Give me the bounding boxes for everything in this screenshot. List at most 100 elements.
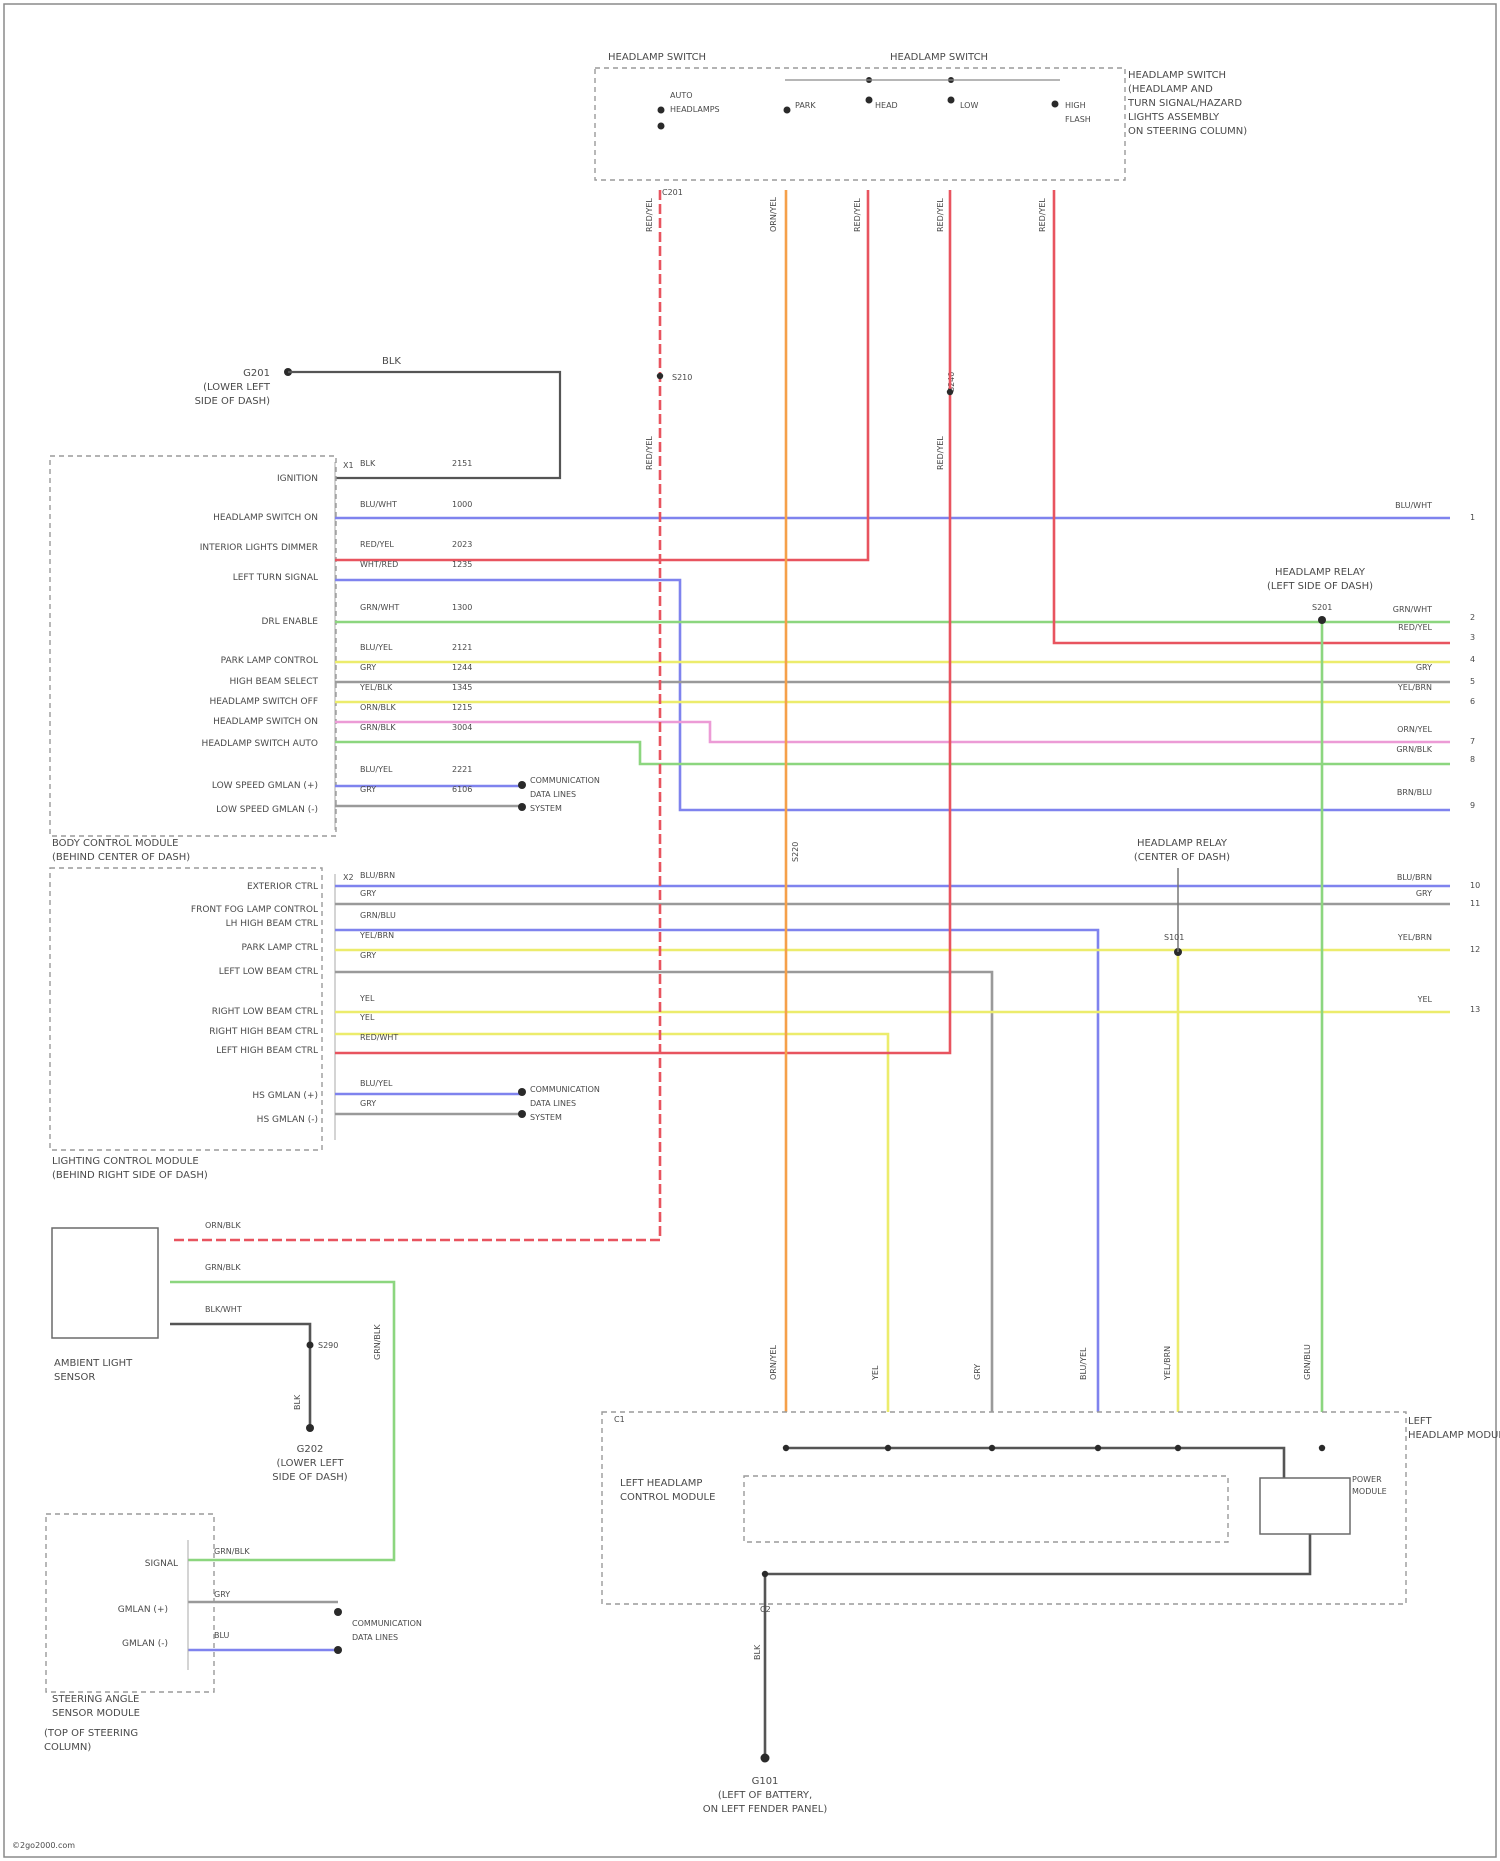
steering-label-line-4: COLUMN): [44, 1742, 91, 1753]
switch-position-park: PARK: [795, 101, 816, 110]
right-wire-label-7: BRN/BLU: [1397, 788, 1432, 797]
lcm-pin-label-7: LEFT HIGH BEAM CTRL: [216, 1046, 318, 1056]
bcm-circuit-7: 1345: [452, 683, 472, 692]
headlamp-control-module-box: [744, 1476, 1228, 1542]
bcm-pin-label-10: LOW SPEED GMLAN (+): [212, 781, 318, 791]
right-pin-4: 4: [1470, 655, 1475, 664]
ground-g101-line-3: ON LEFT FENDER PANEL): [703, 1804, 828, 1815]
ambient-light-sensor: AMBIENT LIGHT SENSOR ORN/BLK GRN/BLK BLK…: [52, 1221, 382, 1483]
switch-position-low: LOW: [960, 101, 978, 110]
bcm-wire-label-11: GRY: [360, 785, 376, 794]
power-module-box: [1260, 1478, 1350, 1534]
switch-contact-1: [658, 107, 665, 114]
splice-s290-label: S290: [318, 1341, 338, 1350]
wire-junction-5: [1095, 1445, 1101, 1451]
bcm-circuit-1: 1000: [452, 500, 472, 509]
vlabel-feed-4: RED/YEL: [936, 198, 945, 232]
right-pin-3: 3: [1470, 633, 1475, 642]
wire-junction-3: [885, 1445, 891, 1451]
right-edge-labels: BLU/WHT GRN/WHT RED/YEL GRY YEL/BRN ORN/…: [1393, 501, 1480, 1014]
lcm-wire-label-5: YEL: [359, 994, 375, 1003]
ground-g101-line-2: (LEFT OF BATTERY,: [718, 1790, 812, 1801]
bcm-pin-label-7: HEADLAMP SWITCH OFF: [209, 697, 318, 707]
bcm-wire-label-5: BLU/YEL: [360, 643, 393, 652]
vlabel-bottom-5: GRN/BLU: [1303, 1344, 1312, 1380]
relay-left-line-1: HEADLAMP RELAY: [1275, 567, 1366, 578]
body-control-module: BODY CONTROL MODULE (BEHIND CENTER OF DA…: [50, 456, 336, 863]
switch-contact-5: [948, 97, 955, 104]
data-terminal-2a: [518, 1088, 526, 1096]
lcm-pin-label-0: EXTERIOR CTRL: [247, 882, 318, 892]
data-lines-2-line-3: SYSTEM: [530, 1113, 562, 1122]
right-pin-10: 10: [1470, 881, 1480, 890]
lcm-wire-label-6: YEL: [359, 1013, 375, 1022]
relay-labels: HEADLAMP RELAY (LEFT SIDE OF DASH) HEADL…: [1134, 567, 1373, 956]
bcm-pin-label-4: DRL ENABLE: [261, 617, 318, 627]
bcm-circuit-3: 1235: [452, 560, 472, 569]
right-pin-7: 7: [1470, 737, 1475, 746]
ground-g101-line-1: G101: [752, 1776, 779, 1787]
bcm-pin-label-0: IGNITION: [277, 474, 318, 484]
bcm-pin-label-9: HEADLAMP SWITCH AUTO: [202, 739, 318, 749]
lcm-wire-label-3: YEL/BRN: [359, 931, 394, 940]
vlabel-feed-6: RED/YEL: [645, 436, 654, 470]
steering-wire-label-2: BLU: [214, 1631, 230, 1640]
wire-lcm-gry-2: [335, 972, 992, 1412]
wire-junction-0: [657, 373, 663, 379]
lcm-pin-label-8: HS GMLAN (+): [252, 1091, 318, 1101]
bcm-pin-label-3: LEFT TURN SIGNAL: [233, 573, 318, 583]
switch-position-head: HEAD: [875, 101, 898, 110]
bcm-wire-label-7: YEL/BLK: [359, 683, 393, 692]
data-terminal-1b: [518, 803, 526, 811]
vlabel-feed-2: ORN/YEL: [769, 197, 778, 232]
wire-lcm-grn-blu: [335, 930, 1098, 1412]
data-lines-1-line-1: COMMUNICATION: [530, 776, 600, 785]
headlamp-switch-outline: [595, 68, 1125, 180]
data-terminal-3b: [334, 1646, 342, 1654]
wires-layer: [170, 190, 1450, 1758]
lcm-wire-label-1: GRY: [360, 889, 376, 898]
module-connector-pins: X1 X2: [335, 461, 354, 1140]
right-wire-label-0: BLU/WHT: [1395, 501, 1432, 510]
bcm-wire-label-8: ORN/BLK: [360, 703, 396, 712]
right-pin-6: 6: [1470, 697, 1475, 706]
bcm-circuit-9: 3004: [452, 723, 472, 732]
right-wire-label-9: GRY: [1416, 889, 1432, 898]
relay-left-line-2: (LEFT SIDE OF DASH): [1267, 581, 1373, 592]
power-module-label-1: POWER: [1352, 1475, 1382, 1484]
switch-desc-line-4: LIGHTS ASSEMBLY: [1128, 112, 1220, 123]
switch-contact-6: [1052, 101, 1059, 108]
switch-section-left-label: HEADLAMP SWITCH: [608, 52, 706, 63]
ground-g201-wire-label: BLK: [382, 356, 401, 367]
ambient-wire-label-2: BLK/WHT: [205, 1305, 242, 1314]
ambient-sensor-label-1: AMBIENT LIGHT: [54, 1358, 133, 1369]
right-pin-12: 12: [1470, 945, 1480, 954]
ambient-wire-label-0: ORN/BLK: [205, 1221, 241, 1230]
right-wire-label-10: YEL/BRN: [1397, 933, 1432, 942]
wire-junction-8: [762, 1571, 768, 1577]
bcm-pin-label-6: HIGH BEAM SELECT: [229, 677, 318, 687]
data-terminal-1a: [518, 781, 526, 789]
steering-pin-2: GMLAN (-): [122, 1639, 168, 1649]
right-pin-13: 13: [1470, 1005, 1480, 1014]
lcm-pin-label-4: LEFT LOW BEAM CTRL: [219, 967, 318, 977]
lcm-pin-label-5: RIGHT LOW BEAM CTRL: [212, 1007, 318, 1017]
bcm-pin-label-2: INTERIOR LIGHTS DIMMER: [200, 543, 318, 553]
lcm-pin-label-3: PARK LAMP CTRL: [241, 943, 318, 953]
wire-junction-1: [947, 389, 953, 395]
ground-g201-line-2: (LOWER LEFT: [203, 382, 271, 393]
ground-g201-line-3: SIDE OF DASH): [195, 396, 271, 407]
splice-s201-label: S201: [1312, 603, 1332, 612]
lcm-label-line-1: LIGHTING CONTROL MODULE: [52, 1156, 199, 1167]
bcm-pin-label-5: PARK LAMP CONTROL: [221, 656, 318, 666]
headlamp-assembly-label-1: LEFT: [1408, 1416, 1432, 1427]
ground-g201-wire: [288, 372, 560, 478]
switch-desc-line-2: (HEADLAMP AND: [1128, 84, 1213, 95]
switch-desc-line-5: ON STEERING COLUMN): [1128, 126, 1247, 137]
right-wire-label-5: ORN/YEL: [1397, 725, 1432, 734]
wire-junction-4: [989, 1445, 995, 1451]
lcm-wire-labels: BLU/BRN GRY GRN/BLU YEL/BRN GRY YEL YEL …: [359, 871, 398, 1108]
lcm-pin-label-2: LH HIGH BEAM CTRL: [226, 919, 318, 929]
lcm-pin-label-6: RIGHT HIGH BEAM CTRL: [209, 1027, 318, 1037]
lighting-control-module: LIGHTING CONTROL MODULE (BEHIND RIGHT SI…: [50, 868, 322, 1181]
